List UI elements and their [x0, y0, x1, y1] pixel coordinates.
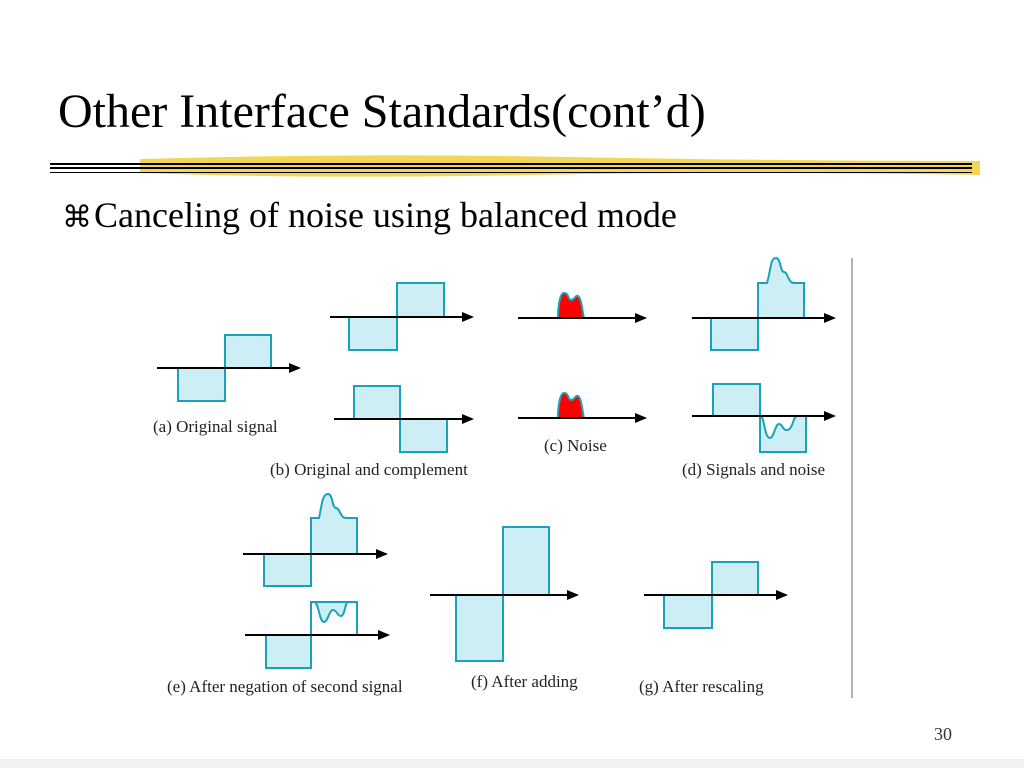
caption-g: (g) After rescaling: [639, 677, 764, 696]
bullet-text: Canceling of noise using balanced mode: [94, 195, 677, 235]
caption-b: (b) Original and complement: [270, 460, 468, 479]
caption-d: (d) Signals and noise: [682, 460, 825, 479]
panel-d-signals-and-noise: [710, 256, 807, 453]
page-title: Other Interface Standards(cont’d): [58, 85, 706, 138]
bullet-item: ⌘Canceling of noise using balanced mode: [62, 194, 677, 236]
panel-a-original-signal: [177, 334, 272, 402]
caption-e: (e) After negation of second signal: [167, 677, 403, 696]
command-icon: ⌘: [62, 201, 92, 234]
caption-f: (f) After adding: [471, 672, 578, 691]
panel-b-original-and-complement: [348, 282, 448, 453]
bottom-bar: [0, 759, 1024, 768]
title-underline: [50, 155, 980, 177]
panel-e-after-negation: [263, 492, 358, 669]
signal-axes: [157, 312, 836, 640]
caption-a: (a) Original signal: [153, 417, 278, 436]
page-number: 30: [934, 724, 952, 744]
panel-c-noise: [556, 291, 586, 419]
caption-c: (c) Noise: [544, 436, 607, 455]
panel-g-after-rescaling: [663, 561, 759, 629]
